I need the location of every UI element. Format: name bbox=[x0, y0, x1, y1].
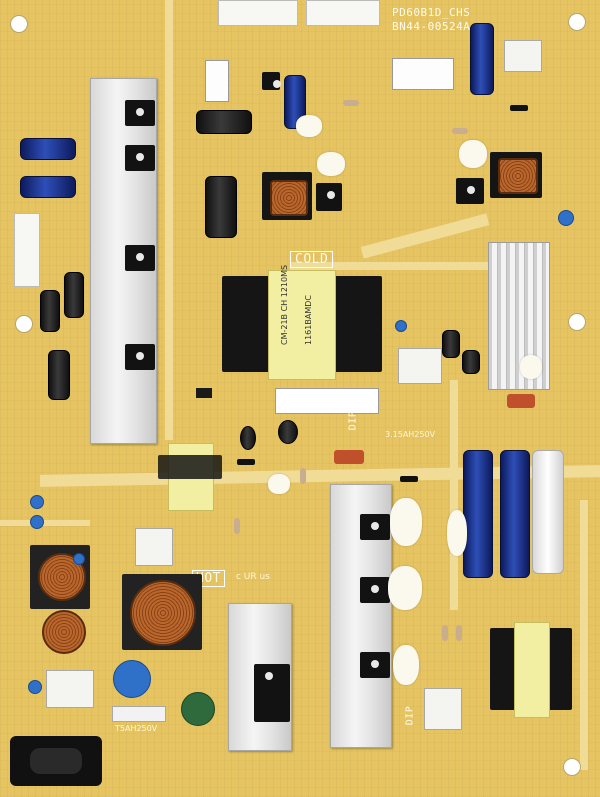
bulk-capacitor bbox=[463, 450, 493, 578]
ceramic-capacitor bbox=[73, 553, 85, 565]
ic-chip bbox=[196, 388, 212, 398]
ceramic-capacitor bbox=[30, 515, 44, 529]
glue-blob bbox=[459, 140, 487, 168]
part-number: BN44-00524A bbox=[392, 20, 471, 33]
dip-label: DIP bbox=[404, 705, 416, 726]
electrolytic-capacitor bbox=[48, 350, 70, 400]
glue-blob bbox=[268, 474, 290, 494]
resistor bbox=[442, 625, 448, 641]
fuse-rating: 3.15AH250V bbox=[385, 430, 436, 439]
bulk-capacitor bbox=[500, 450, 530, 578]
electrolytic-capacitor bbox=[196, 110, 252, 134]
transistor bbox=[316, 183, 342, 211]
electrolytic-capacitor bbox=[442, 330, 460, 358]
mounting-hole bbox=[568, 13, 586, 31]
silkscreen-trace bbox=[580, 500, 588, 770]
main-fuse bbox=[112, 706, 166, 722]
transformer-text: 1161BAMDC bbox=[304, 295, 313, 345]
x-capacitor bbox=[398, 348, 442, 384]
transformer-winding bbox=[270, 180, 308, 216]
electrolytic-capacitor bbox=[20, 138, 76, 160]
glue-blob bbox=[388, 566, 422, 610]
cold-label: COLD bbox=[290, 251, 334, 268]
electrolytic-capacitor bbox=[205, 176, 237, 238]
electrolytic-capacitor bbox=[462, 350, 480, 374]
main-fuse-rating: T5AH250V bbox=[115, 724, 158, 733]
glue-blob bbox=[317, 152, 345, 176]
transformer-tape bbox=[268, 270, 336, 380]
bulk-capacitor bbox=[532, 450, 564, 574]
info-label bbox=[392, 58, 454, 90]
power-transistor bbox=[125, 145, 155, 171]
side-connector bbox=[14, 213, 40, 287]
optocoupler-label bbox=[205, 60, 229, 102]
resistor bbox=[234, 518, 240, 534]
resistor bbox=[343, 100, 359, 106]
ul-mark: c UR us bbox=[236, 572, 270, 582]
rectifier bbox=[360, 577, 390, 603]
output-connector bbox=[218, 0, 298, 26]
electrolytic-capacitor bbox=[40, 290, 60, 332]
x-capacitor bbox=[504, 40, 542, 72]
resistor bbox=[300, 468, 306, 484]
fuse-holder bbox=[507, 394, 535, 408]
small-capacitor bbox=[278, 420, 298, 444]
glue-blob bbox=[390, 498, 422, 546]
choke-winding bbox=[130, 580, 196, 646]
model-text: PD60B1D_CHS bbox=[392, 6, 471, 19]
silkscreen-trace bbox=[450, 380, 458, 610]
electrolytic-capacitor bbox=[284, 75, 306, 129]
ac-inlet-socket bbox=[30, 748, 82, 774]
rectifier bbox=[360, 652, 390, 678]
electrolytic-capacitor bbox=[64, 272, 84, 318]
mounting-hole bbox=[563, 758, 581, 776]
x-capacitor bbox=[424, 688, 462, 730]
glue-blob bbox=[296, 115, 322, 137]
power-transistor bbox=[125, 344, 155, 370]
rectifier bbox=[360, 514, 390, 540]
resistor bbox=[456, 625, 462, 641]
toroid-inductor bbox=[42, 610, 86, 654]
x-capacitor bbox=[46, 670, 94, 708]
ceramic-capacitor bbox=[30, 495, 44, 509]
transistor bbox=[262, 72, 281, 90]
ceramic-capacitor bbox=[28, 680, 42, 694]
mounting-hole bbox=[15, 315, 33, 333]
electrolytic-capacitor bbox=[470, 23, 494, 95]
dip-label: DIP bbox=[347, 410, 359, 431]
transistor bbox=[456, 178, 484, 204]
mounting-hole bbox=[10, 15, 28, 33]
diode bbox=[510, 105, 528, 111]
power-transistor bbox=[125, 245, 155, 271]
mounting-hole bbox=[568, 313, 586, 331]
thermistor bbox=[181, 692, 215, 726]
diode bbox=[400, 476, 418, 482]
electrolytic-capacitor bbox=[20, 176, 76, 198]
power-transistor bbox=[125, 100, 155, 126]
glue-blob bbox=[520, 355, 542, 379]
resistor bbox=[452, 128, 468, 134]
ceramic-capacitor bbox=[558, 210, 574, 226]
barcode-label bbox=[275, 388, 379, 414]
thermistor bbox=[334, 450, 364, 464]
varistor bbox=[113, 660, 151, 698]
silkscreen-trace bbox=[290, 262, 490, 270]
x-capacitor bbox=[135, 528, 173, 566]
glue-blob bbox=[447, 510, 467, 556]
silkscreen-trace bbox=[0, 520, 90, 526]
transformer-text: CM-21B CH 1210MS bbox=[280, 264, 289, 345]
output-connector bbox=[306, 0, 380, 26]
transformer-winding bbox=[498, 158, 538, 194]
glue-blob bbox=[393, 645, 419, 685]
choke-core bbox=[158, 455, 222, 479]
ceramic-capacitor bbox=[395, 320, 407, 332]
transformer-tape bbox=[514, 622, 550, 718]
small-capacitor bbox=[240, 426, 256, 450]
diode bbox=[237, 459, 255, 465]
bridge-rectifier bbox=[254, 664, 290, 722]
silkscreen-trace bbox=[165, 0, 173, 440]
